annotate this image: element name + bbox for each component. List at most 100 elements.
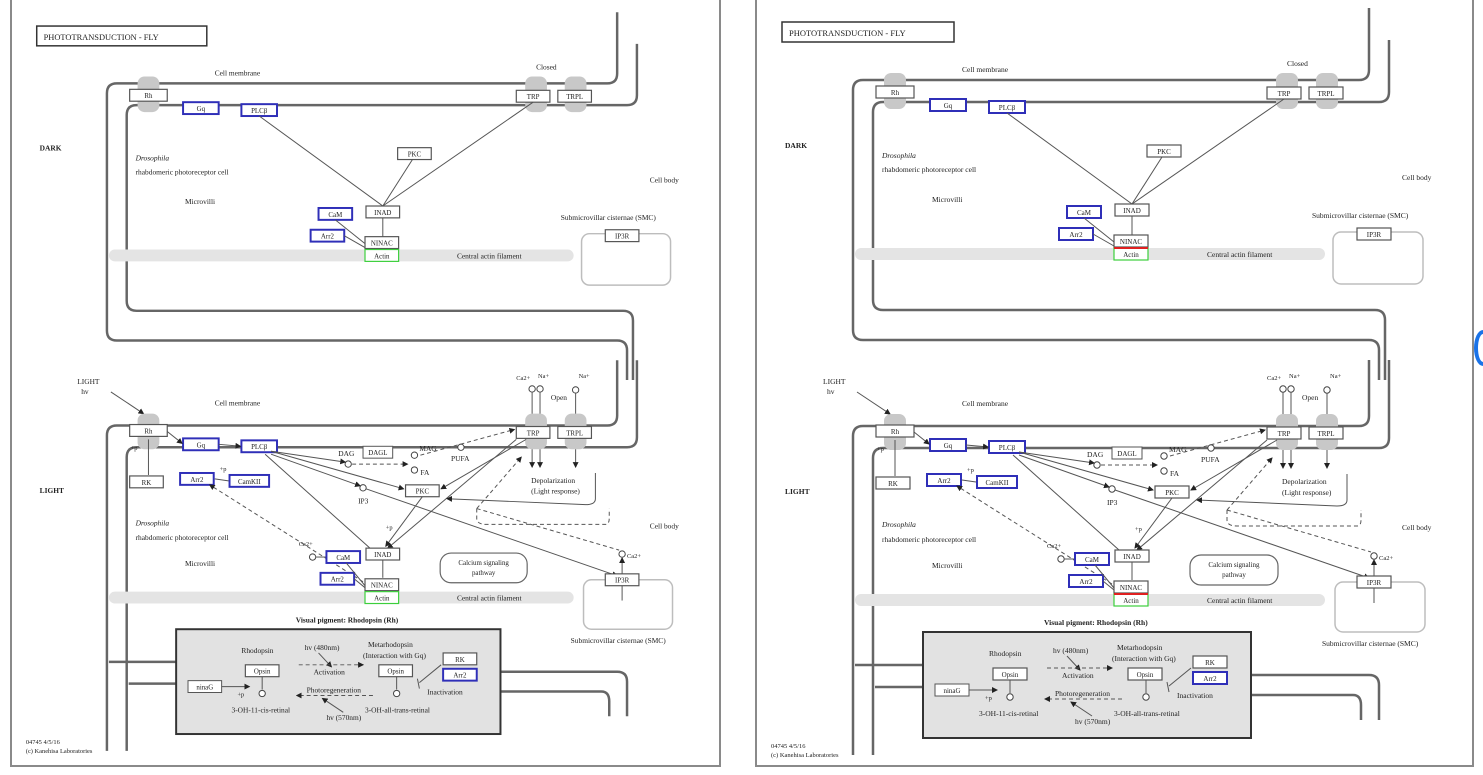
gene-node-ip3r[interactable]: IP3R — [604, 573, 640, 587]
gene-node-arr2[interactable]: Arr2 — [926, 473, 962, 487]
gene-box — [364, 578, 400, 592]
central-actin-label: Central actin filament — [457, 251, 523, 260]
calcium-pathway-label: Calcium signaling — [458, 560, 509, 567]
gene-node-arr2[interactable]: Arr2 — [442, 667, 478, 682]
open-label: Open — [551, 393, 567, 402]
gene-label: Gq — [944, 102, 953, 110]
gene-node-cam[interactable]: CaM — [325, 550, 362, 564]
gene-node-ip3r[interactable]: IP3R — [1356, 575, 1392, 589]
calcium-pathway-link[interactable] — [439, 552, 528, 584]
gene-node-cam[interactable]: CaM — [1074, 552, 1110, 566]
mag-label: MAG — [1169, 445, 1187, 454]
gene-node-arr2[interactable]: Arr2 — [179, 471, 215, 486]
gene-node-rk[interactable]: RK — [129, 475, 164, 489]
gene-label: PKC — [408, 152, 422, 159]
gene-node-actin[interactable]: Actin — [364, 591, 400, 605]
cell-type-label: rhabdomeric photoreceptor cell — [136, 167, 229, 176]
edge — [1190, 439, 1278, 491]
gene-node-trp[interactable]: TRP — [1266, 86, 1302, 100]
gene-node-opsin[interactable]: Opsin — [1127, 667, 1163, 681]
light-response-label: (Light response) — [531, 487, 580, 496]
gene-node-actin[interactable]: Actin — [1113, 247, 1149, 261]
gene-node-gq[interactable]: Gq — [182, 437, 220, 452]
gene-label: INAD — [374, 552, 391, 559]
gene-node-plcb[interactable]: PLCβ — [240, 439, 278, 454]
gene-label: Opsin — [387, 669, 404, 676]
gene-box — [129, 423, 168, 437]
gene-node-camkii[interactable]: CamKII — [228, 473, 271, 488]
pufa-label: PUFA — [1201, 455, 1220, 464]
gene-node-arr2[interactable]: Arr2 — [309, 228, 346, 243]
gene-node-rh[interactable]: Rh — [129, 88, 168, 102]
gene-node-trpl[interactable]: TRPL — [557, 89, 593, 103]
gene-node-trpl[interactable]: TRPL — [1308, 86, 1344, 100]
gene-box — [1192, 655, 1228, 669]
gene-node-inad[interactable]: INAD — [365, 205, 401, 219]
gene-node-pkc[interactable]: PKC — [397, 147, 432, 161]
pufa-node — [1207, 444, 1215, 452]
footer-map-id: 04745 4/5/16 — [771, 743, 806, 750]
gene-node-plcb[interactable]: PLCβ — [988, 100, 1026, 114]
gene-node-plcb[interactable]: PLCβ — [988, 440, 1026, 454]
edge — [382, 101, 534, 207]
gene-node-actin[interactable]: Actin — [1113, 593, 1149, 607]
gene-label: Arr2 — [1069, 231, 1083, 239]
gene-node-ninac[interactable]: NINAC — [1113, 580, 1149, 594]
gene-node-pkc[interactable]: PKC — [1146, 144, 1182, 158]
gene-label: IP3R — [1367, 579, 1382, 587]
gene-node-cam[interactable]: CaM — [1066, 205, 1102, 219]
gene-node-plcb[interactable]: PLCβ — [240, 103, 278, 118]
gene-node-actin[interactable]: Actin — [364, 248, 400, 262]
gene-node-inad[interactable]: INAD — [1114, 203, 1150, 217]
gene-node-trpl[interactable]: TRPL — [557, 425, 593, 439]
gene-node-gq[interactable]: Gq — [929, 98, 967, 112]
gene-node-trp[interactable]: TRP — [515, 89, 551, 103]
gene-node-rh[interactable]: Rh — [875, 85, 915, 99]
gene-node-gq[interactable]: Gq — [929, 438, 967, 452]
gene-box — [182, 101, 220, 116]
gene-node-inad[interactable]: INAD — [1114, 549, 1150, 563]
gene-node-arr2[interactable]: Arr2 — [1192, 671, 1228, 685]
gene-node-ninac[interactable]: NINAC — [364, 578, 400, 592]
gene-node-rk[interactable]: RK — [875, 476, 911, 490]
rhodopsin-label: Rhodopsin — [989, 649, 1022, 658]
gene-node-opsin[interactable]: Opsin — [244, 664, 280, 678]
gene-node-rh[interactable]: Rh — [875, 424, 915, 438]
gene-node-arr2[interactable]: Arr2 — [1068, 574, 1104, 588]
calcium-pathway-link[interactable] — [1189, 554, 1279, 586]
ca-ion-label: Ca2+ — [1379, 555, 1393, 562]
gene-label: PKC — [1157, 148, 1171, 156]
gene-node-gq[interactable]: Gq — [182, 101, 220, 116]
gene-node-ninac[interactable]: NINAC — [364, 236, 400, 250]
visual-pigment-box: Visual pigment: Rhodopsin (Rh)RhodopsinO… — [175, 615, 502, 736]
footer-map-id: 04745 4/5/16 — [26, 739, 61, 746]
section-label-dark: DARK — [40, 144, 62, 153]
hv-label: hv — [81, 387, 89, 396]
edge — [321, 697, 344, 713]
gene-node-arr2[interactable]: Arr2 — [1058, 227, 1094, 241]
gene-label: Arr2 — [331, 577, 345, 584]
gene-node-trp[interactable]: TRP — [1266, 426, 1302, 440]
gene-node-ip3r[interactable]: IP3R — [604, 229, 640, 243]
gene-node-opsin[interactable]: Opsin — [992, 667, 1028, 681]
gene-node-rk[interactable]: RK — [1192, 655, 1228, 669]
gene-node-trp[interactable]: TRP — [515, 425, 551, 439]
gene-node-rk[interactable]: RK — [442, 652, 478, 666]
gene-node-inad[interactable]: INAD — [365, 547, 401, 561]
gene-label: Opsin — [1002, 671, 1019, 679]
gene-node-pkc[interactable]: PKC — [404, 484, 440, 498]
gene-node-trpl[interactable]: TRPL — [1308, 426, 1344, 440]
central-actin-filament — [855, 594, 1325, 606]
visual-pigment-title: Visual pigment: Rhodopsin (Rh) — [296, 615, 399, 624]
gene-node-pkc[interactable]: PKC — [1154, 485, 1190, 499]
gene-node-opsin[interactable]: Opsin — [378, 664, 414, 678]
gene-node-arr2[interactable]: Arr2 — [319, 571, 356, 586]
microvilli-label: Microvilli — [932, 561, 962, 570]
gene-node-ninac[interactable]: NINAC — [1113, 234, 1149, 248]
gene-node-ip3r[interactable]: IP3R — [1356, 227, 1392, 241]
gene-node-rh[interactable]: Rh — [129, 423, 168, 437]
gene-node-camkii[interactable]: CamKII — [976, 475, 1018, 489]
footer-copyright: (c) Kanehisa Laboratories — [26, 748, 93, 755]
gene-node-cam[interactable]: CaM — [317, 206, 354, 221]
